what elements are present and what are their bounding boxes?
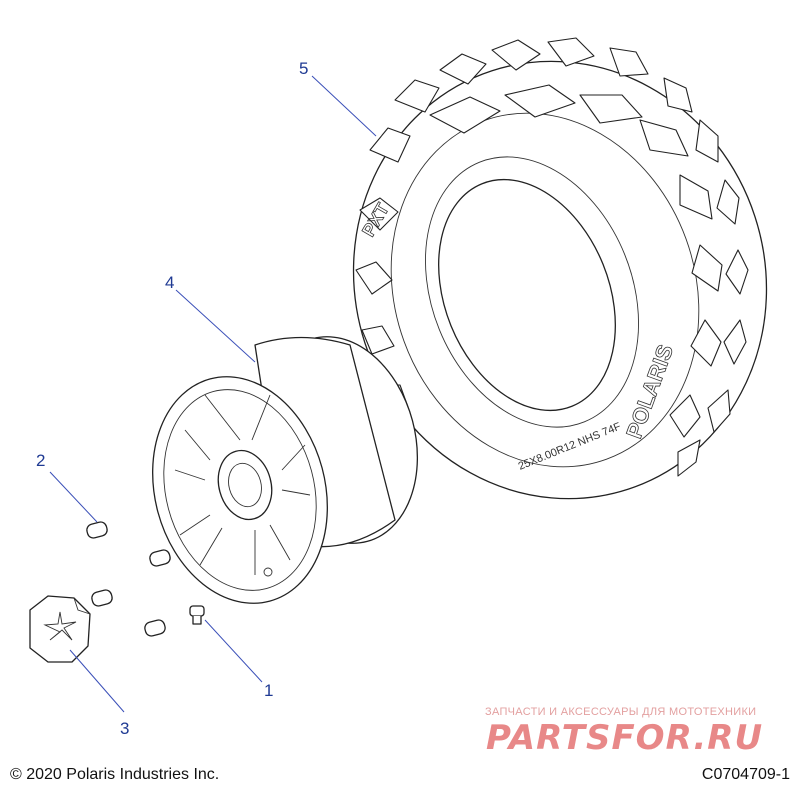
tire: POLARIS PXT 25X8.00R12 NHS 74F [352, 37, 768, 500]
lug-nuts [86, 521, 171, 637]
watermark-brand: PARTSFOR.RU [486, 718, 764, 758]
callout-2: 2 [36, 451, 98, 523]
callout-3: 3 [69, 649, 129, 738]
wheel-spokes [174, 394, 311, 575]
callout-label-1: 1 [264, 681, 273, 700]
callout-4: 4 [165, 273, 256, 363]
copyright-text: © 2020 Polaris Industries Inc. [10, 766, 220, 783]
callout-label-2: 2 [36, 451, 45, 470]
wheel-rim [152, 336, 419, 604]
center-cap [29, 595, 91, 663]
callout-label-3: 3 [120, 719, 129, 738]
callout-label-5: 5 [299, 59, 308, 78]
callout-label-4: 4 [165, 273, 174, 292]
callout-1: 1 [204, 619, 273, 700]
watermark-tagline: ЗАПЧАСТИ И АКСЕССУАРЫ ДЛЯ МОТОТЕХНИКИ [485, 706, 757, 718]
valve-stem [189, 605, 205, 625]
drawing-number: C0704709-1 [701, 766, 790, 783]
callout-5: 5 [299, 59, 377, 137]
